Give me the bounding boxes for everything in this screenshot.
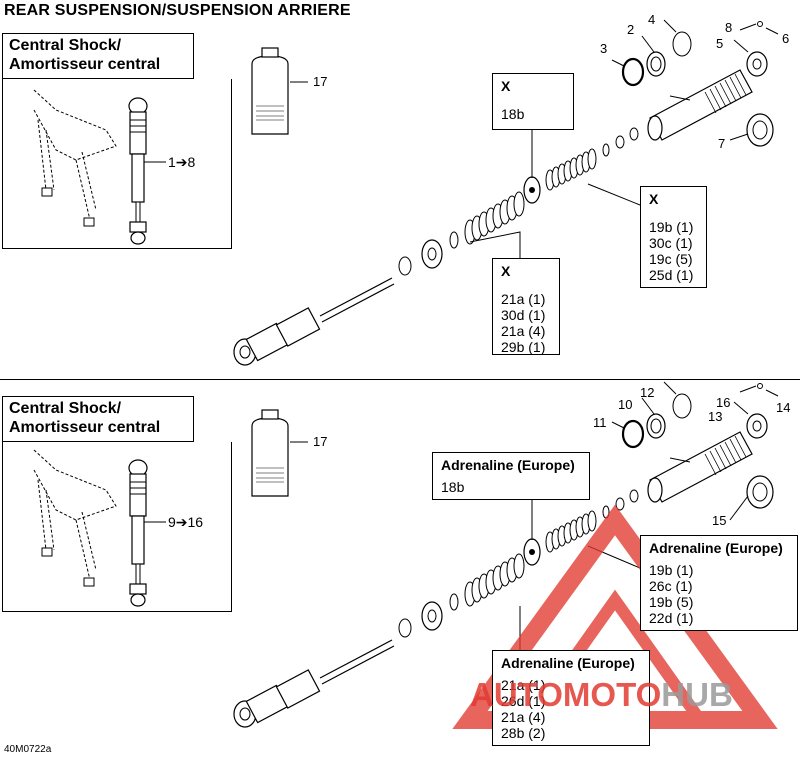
part-number: 4: [648, 12, 656, 27]
callout-line: 30c (1): [649, 235, 693, 251]
bottom-heading-line1: Central Shock/: [9, 400, 122, 417]
callout-line: 18b: [441, 479, 465, 495]
watermark-text: AUTOMOTOHUB: [470, 676, 733, 714]
callout-line: 29b (1): [501, 339, 546, 355]
part-number: 2: [627, 22, 635, 37]
callout-line: 21a (1): [501, 677, 546, 693]
watermark-hub: HUB: [661, 676, 733, 713]
part-number: 13: [708, 409, 723, 424]
section-divider: [0, 379, 800, 380]
callout-header: X: [501, 78, 511, 94]
part-number: 8: [725, 20, 733, 35]
top-section-heading: Central Shock/ Amortisseur central: [2, 33, 194, 79]
callout-line: 18b: [501, 106, 525, 122]
callout-header: X: [501, 263, 511, 279]
bottom-section-heading: Central Shock/ Amortisseur central: [2, 396, 194, 442]
bottom-oil-label: 17: [313, 434, 328, 449]
top-oil-label: 17: [313, 74, 328, 89]
callout-header: Adrenaline (Europe): [441, 457, 575, 473]
callout-line: 22d (1): [649, 610, 694, 626]
part-number: 16: [716, 395, 731, 410]
callout-line: 19b (1): [649, 219, 694, 235]
figure-code: 40M0722a: [4, 744, 52, 755]
callout-line: 30d (1): [501, 307, 546, 323]
top-locator-frame: [2, 79, 232, 249]
part-number: 7: [718, 136, 726, 151]
top-callout-3: X 21a (1) 30d (1) 21a (4) 29b (1): [492, 258, 560, 355]
bottom-callout-3: Adrenaline (Europe) 21a (1) 26d (1) 21a …: [492, 650, 650, 746]
callout-line: 21a (4): [501, 323, 546, 339]
top-heading-line2: Amortisseur central: [9, 56, 161, 73]
bottom-callout-1: Adrenaline (Europe) 18b: [432, 452, 590, 500]
bottom-locator-frame: [2, 442, 232, 612]
top-heading-line1: Central Shock/: [9, 37, 122, 54]
part-number: 14: [776, 400, 791, 415]
watermark-auto: AUTO: [470, 676, 563, 713]
part-number: 3: [600, 41, 608, 56]
callout-line: 26d (1): [501, 693, 546, 709]
callout-line: 19b (5): [649, 594, 694, 610]
callout-header: Adrenaline (Europe): [649, 540, 783, 556]
callout-line: 26c (1): [649, 578, 693, 594]
callout-line: 25d (1): [649, 267, 694, 283]
part-number: 11: [593, 415, 607, 430]
page-title: REAR SUSPENSION/SUSPENSION ARRIERE: [4, 2, 351, 19]
top-callout-1: X 18b: [492, 73, 574, 130]
callout-line: 21a (1): [501, 291, 546, 307]
callout-header: Adrenaline (Europe): [501, 655, 635, 671]
callout-header: X: [649, 191, 659, 207]
part-number: 15: [712, 513, 727, 528]
bottom-heading-line2: Amortisseur central: [9, 419, 161, 436]
callout-line: 28b (2): [501, 725, 546, 741]
part-number: 6: [782, 31, 790, 46]
bottom-range-label: 9➔16: [168, 514, 204, 530]
watermark-moto: MOTO: [562, 676, 662, 713]
part-number: 10: [618, 397, 633, 412]
bottom-callout-2: Adrenaline (Europe) 19b (1) 26c (1) 19b …: [640, 535, 798, 631]
part-number: 12: [640, 385, 655, 400]
callout-line: 19b (1): [649, 562, 694, 578]
part-number: 5: [716, 36, 724, 51]
top-range-label: 1➔8: [168, 154, 196, 170]
callout-line: 19c (5): [649, 251, 693, 267]
top-callout-2: X 19b (1) 30c (1) 19c (5) 25d (1): [640, 186, 707, 288]
callout-line: 21a (4): [501, 709, 546, 725]
